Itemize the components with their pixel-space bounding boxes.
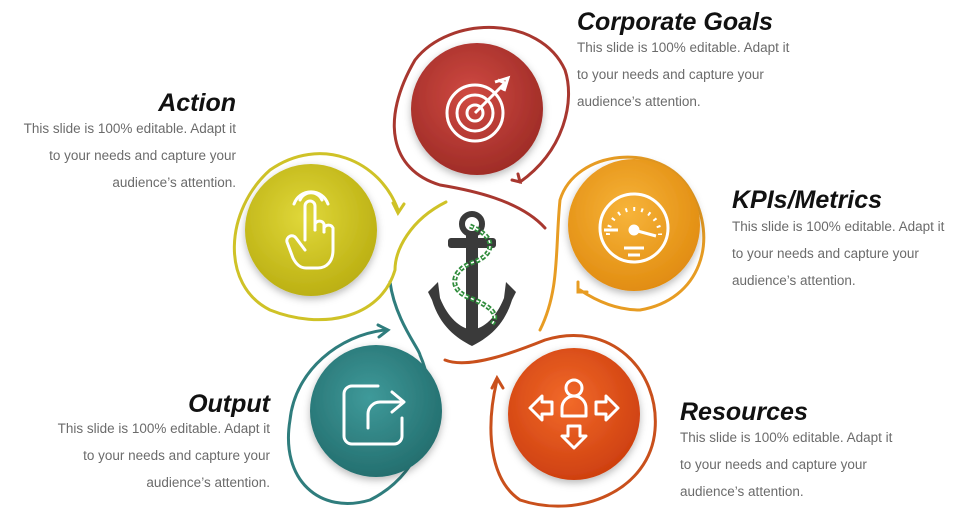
resources-arc [443, 334, 657, 508]
action-node [245, 164, 377, 296]
gauge-icon [598, 192, 670, 264]
action-text: This slide is 100% editable. Adapt it to… [23, 121, 236, 190]
target-icon [445, 75, 511, 143]
resources-text: This slide is 100% editable. Adapt it to… [680, 430, 893, 499]
output-node [310, 345, 442, 477]
output-text: This slide is 100% editable. Adapt it to… [57, 421, 270, 490]
corporate-goals-text: This slide is 100% editable. Adapt it to… [577, 40, 790, 109]
action-arc [232, 152, 448, 322]
resources-node [508, 348, 640, 480]
kpis-arrowhead [576, 280, 589, 294]
output-title: Output [188, 390, 270, 418]
resources-arrowhead [490, 374, 505, 390]
output-arc [287, 280, 431, 505]
corporate-goals-arc [392, 25, 571, 230]
anchor-icon [428, 211, 516, 346]
kpis-node [568, 159, 700, 291]
kpis-title: KPIs/Metrics [732, 186, 883, 214]
action-title: Action [158, 89, 236, 117]
hand-pointer-icon [285, 190, 335, 270]
corporate-goals-arrowhead [510, 172, 523, 185]
person-arrows-icon [528, 378, 620, 450]
share-icon [342, 384, 406, 446]
action-arrowhead [391, 201, 406, 216]
kpis-text: This slide is 100% editable. Adapt it to… [732, 219, 945, 288]
resources-title: Resources [680, 398, 808, 426]
output-arrowhead [376, 323, 391, 339]
corporate-goals-title: Corporate Goals [577, 8, 773, 36]
kpis-arc [538, 155, 706, 332]
corporate-goals-node [411, 43, 543, 175]
